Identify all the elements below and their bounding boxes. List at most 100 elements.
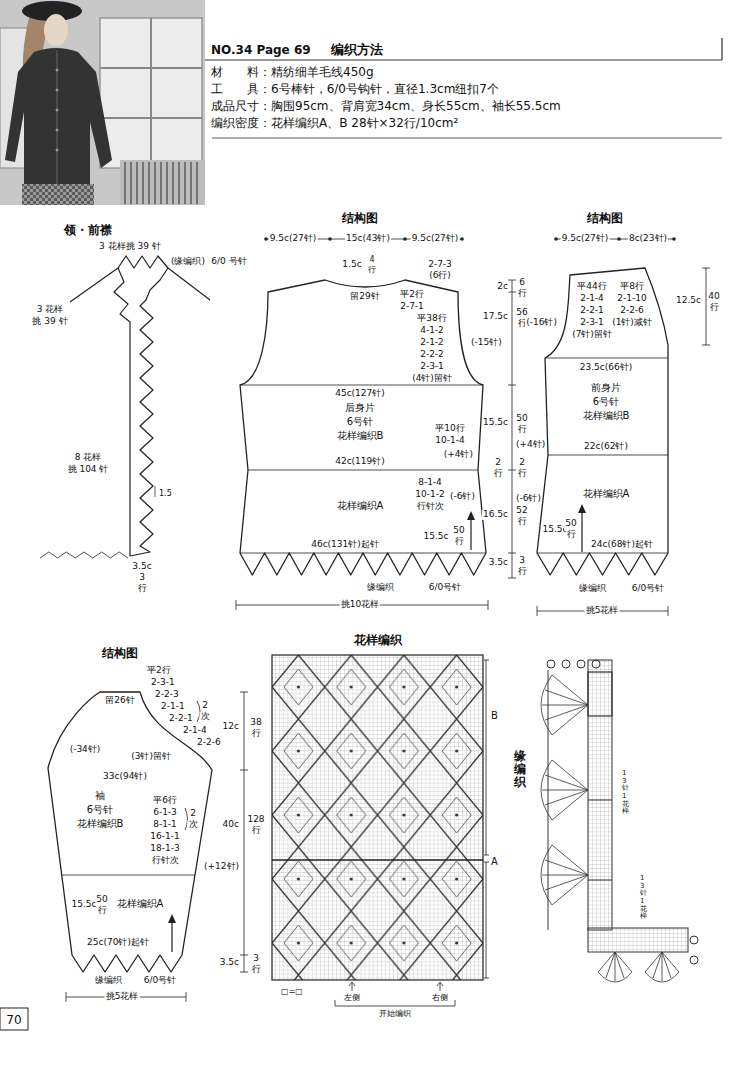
outline-path [537,268,668,575]
annotation-label: 行 [137,584,148,594]
piece-label: 6号针 [346,416,374,427]
outline-path [62,875,195,876]
annotation-label: 行 [493,469,504,479]
annotation-label: 6/0号针 [143,976,177,986]
annotation-label: 2-2-6 [619,306,645,316]
annotation-label: 22c(62针) [583,442,629,452]
annotation-label: (-15针) [470,338,503,348]
annotation-label: (-6针) [515,494,542,504]
annotation-label: B [490,710,499,721]
annotation-label: 2 [201,701,209,711]
annotation-label: 16.5c [482,510,509,520]
annotation-label: 平38行 [416,314,447,324]
annotation-label: 15c(43针) [345,234,391,244]
annotation-label: (3针)留针 [130,752,172,762]
annotation-label: 38 [249,718,262,728]
collar-schematic: 领・前襟 [30,218,220,598]
annotation-label: 2 [494,458,502,468]
annotation-label: 行 [517,289,528,299]
annotation-label: 右侧 [431,994,449,1003]
annotation-label: 行 [251,965,262,975]
annotation-label: 4 [368,256,375,265]
annotation-label: 左侧 [343,994,361,1003]
annotation-label: 挑5花样 [585,606,620,616]
annotation-label: 平2行 [399,290,425,300]
annotation-label: 结构图 [586,212,624,225]
annotation-label: (+4针) [515,440,546,450]
edging-chart: 缘编织 [505,650,705,980]
header-text: 编织密度：花样编织A、B 28针×32行/10cm² [210,117,459,130]
annotation-label: 56 [515,308,528,318]
annotation-label: 9.5c(27针) [269,234,318,244]
annotation-label: 16-1-1 [149,832,180,842]
stitch-chart-grid [272,655,489,1006]
annotation-label: 42c(119针) [334,457,386,467]
annotation-label: 18-1-3 [149,844,180,854]
annotation-label: 2-2-2 [419,350,445,360]
header-box: NO.34 Page 69编织方法材 料：精纺细羊毛线450g工 具：6号棒针，… [205,36,725,136]
header-text: 编织方法 [330,43,384,57]
annotation-label: 23.5c(66针) [579,363,633,373]
photo [0,0,205,205]
annotation-label: 行 [517,469,528,479]
annotation-label: 2-1-10 [616,294,647,304]
annotation-label: 6/0 号针 [210,257,247,267]
outline-path [48,692,212,972]
header-rules [205,38,722,138]
piece-label: 花样编织 [353,634,403,647]
annotation-label: 2-1-4 [182,726,208,736]
annotation-label: 50 [95,895,108,905]
annotation-label: 6/0号针 [631,584,665,594]
annotation-label: 12.5c [675,296,702,306]
annotation-label: 10-1-2 [414,490,445,500]
annotation-label: 15.5c [482,418,509,428]
piece-label: 花样编织A [582,488,631,499]
annotation-label: 挑10花样 [340,600,380,610]
annotation-label: 1.5 [158,490,173,499]
piece-label: 花样编织B [76,818,125,829]
annotation-label: (1针)减针 [611,318,653,328]
annotation-label: 平2行 [146,666,172,676]
annotation-label: 13针1花样 [640,875,647,921]
annotation-label: 3 花样挑 39 针 [98,242,162,252]
annotation-label: 挑 104 针 [67,465,110,475]
annotation-label: 1.5c [341,260,362,270]
annotation-label: 3.5c [219,958,240,968]
stitch-chart: 花样编织 [268,628,488,984]
annotation-label: 25c(70针)起针 [86,938,150,948]
annotation-label: 3 花样 [36,305,65,315]
annotation-label: 6/0号针 [428,583,462,593]
annotation-label: (-34针) [69,745,102,755]
annotation-label: 2c [496,282,509,292]
annotation-label: 3.5c [131,562,152,572]
annotation-label: 留26针 [104,696,135,706]
annotation-label: □=□ [280,988,304,997]
annotation-label: 结构图 [101,647,139,660]
annotation-label: 留29针 [349,292,380,302]
annotation-label: (+4针) [443,450,474,460]
annotation-label: 10-1-4 [434,436,465,446]
annotation-label: 40 [707,292,720,302]
piece-label: 花样编织B [582,410,631,421]
outline-path [240,280,486,575]
annotation-label: 行针次 [151,856,180,866]
annotation-label: 15.5c [423,532,450,542]
header-text: NO.34 Page 69 [210,44,312,57]
annotation-label: A [490,856,499,867]
annotation-label: 3 [138,573,146,583]
annotation-label: 行针次 [416,502,445,512]
annotation-label: 次 [200,712,211,722]
annotation-label: 2-1-2 [419,338,445,348]
annotation-label: 行 [517,517,528,527]
annotation-label: 50 [564,519,577,529]
annotation-label: 行 [517,425,528,435]
header-text: 材 料：精纺细羊毛线450g [210,66,375,79]
annotation-label: 行 [367,266,377,275]
annotation-label: 缘编织 [366,583,395,593]
annotation-label: 挑5花样 [105,992,140,1002]
annotation-label: 2-2-3 [154,690,180,700]
annotation-label: 2-7-1 [399,302,425,312]
outline-path [40,552,128,558]
piece-label: 后身片 [344,402,376,413]
